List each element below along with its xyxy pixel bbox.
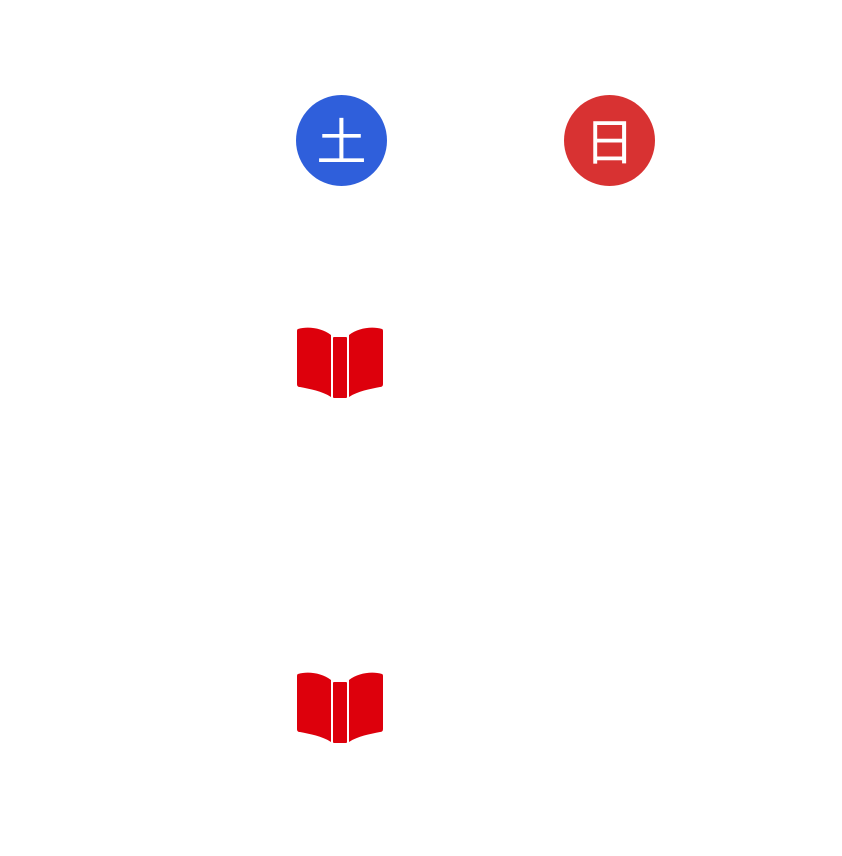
open-book-icon <box>296 670 384 744</box>
saturday-badge-label: 土 <box>316 113 367 172</box>
sunday-badge-label: 日 <box>584 113 635 172</box>
open-book-icon <box>296 325 384 399</box>
sunday-badge: 日 <box>564 95 655 186</box>
saturday-badge: 土 <box>296 95 387 186</box>
